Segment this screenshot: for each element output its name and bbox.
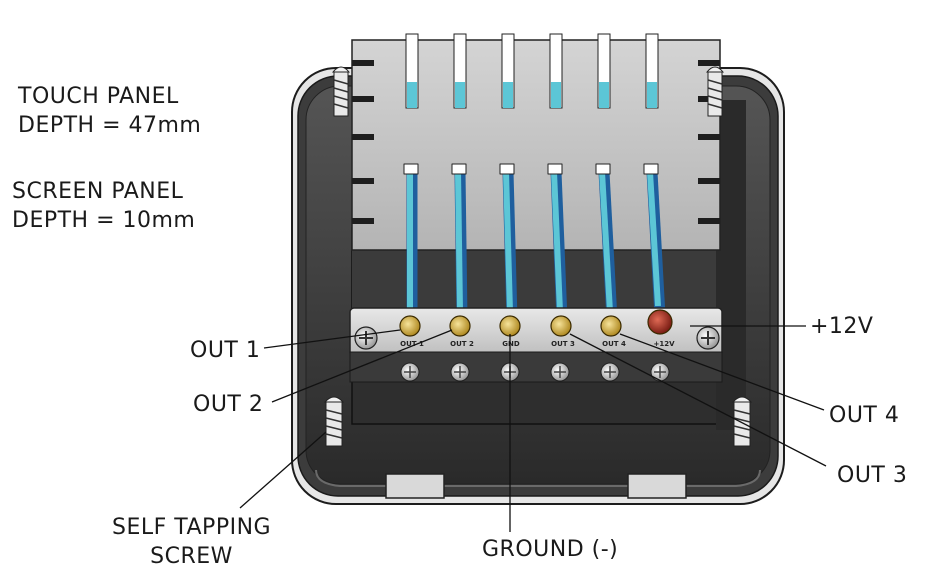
- touch-panel-title: TOUCH PANEL: [18, 84, 179, 109]
- terminal-out1: [399, 315, 421, 337]
- leader-out1: [263, 329, 401, 349]
- callout-12v: +12V: [810, 314, 874, 339]
- leader-screw: [239, 431, 327, 509]
- callout-screw-line1: SELF TAPPING: [112, 515, 272, 540]
- callout-screw: SELF TAPPING SCREW: [112, 513, 271, 571]
- touch-panel-depth: TOUCH PANEL DEPTH = 47mm: [18, 82, 201, 140]
- terminal-gnd: [499, 315, 521, 337]
- callout-out3: OUT 3: [837, 463, 908, 488]
- screen-panel-title: SCREEN PANEL: [12, 179, 184, 204]
- touch-panel-depth-value: DEPTH = 47mm: [18, 113, 202, 138]
- terminal-label: OUT 3: [551, 340, 575, 348]
- screw-bottom-left: [323, 396, 345, 447]
- terminal-label: OUT 4: [602, 340, 626, 348]
- leader-out3: [569, 333, 827, 467]
- terminal-label: +12V: [653, 340, 675, 348]
- terminal-out2: [449, 315, 471, 337]
- screen-panel-depth: SCREEN PANEL DEPTH = 10mm: [12, 177, 195, 235]
- screen-panel-depth-value: DEPTH = 10mm: [12, 208, 196, 233]
- terminal-out4: [600, 315, 622, 337]
- terminal-label: GND: [502, 340, 520, 348]
- terminal-label: OUT 1: [400, 340, 424, 348]
- self-tapping-screws: [323, 66, 753, 447]
- callout-out2: OUT 2: [193, 392, 264, 417]
- callout-out1: OUT 1: [190, 338, 261, 363]
- leader-out4: [619, 333, 825, 411]
- terminal-out3: [550, 315, 572, 337]
- callout-out4: OUT 4: [829, 403, 900, 428]
- terminal-strip: OUT 1 OUT 2 GND OUT 3 OUT 4 +12V: [349, 307, 723, 383]
- callout-ground: GROUND (-): [482, 537, 619, 562]
- screw-top-right: [705, 66, 725, 117]
- terminal-12v: [647, 309, 673, 335]
- wires: [403, 163, 666, 321]
- screw-bottom-right: [731, 396, 753, 447]
- leader-out2: [271, 329, 453, 403]
- terminal-label: OUT 2: [450, 340, 474, 348]
- screw-top-left: [331, 66, 351, 117]
- leader-lines: [239, 325, 827, 532]
- callout-screw-line2: SCREW: [150, 544, 233, 569]
